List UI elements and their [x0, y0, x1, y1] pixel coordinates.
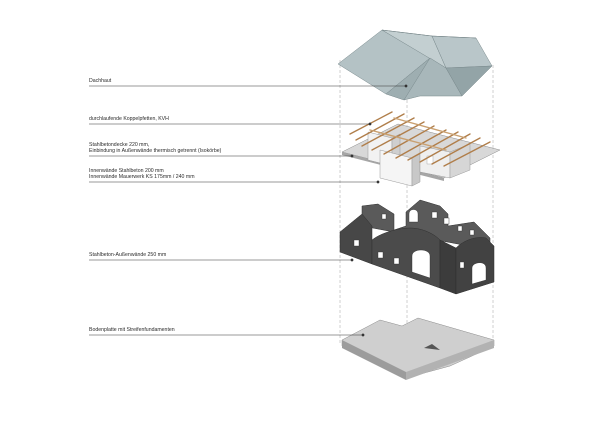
rafter — [393, 117, 467, 139]
leader-dot — [361, 333, 365, 337]
window — [469, 229, 475, 236]
leader-dot — [368, 122, 372, 126]
label-innenwaende-line-1: Innenwände Stahlbeton 200 mm — [89, 168, 164, 174]
window — [393, 257, 400, 265]
label-dachhaut-text: Dachhaut — [89, 78, 112, 84]
purlin — [443, 141, 491, 167]
base-slab-notch — [424, 344, 440, 350]
label-bodenplatte-text: Bodenplatte mit Streifenfundamenten — [89, 327, 175, 333]
leader-dot — [404, 84, 408, 88]
label-dachhaut: Dachhaut — [89, 78, 111, 84]
label-koppelpfetten-text: durchlaufende Koppelpfetten, KVH — [89, 116, 169, 122]
label-koppelpfetten: durchlaufende Koppelpfetten, KVH — [89, 116, 169, 122]
window — [457, 225, 463, 232]
label-decke: Stahlbetondecke 220 mm, Einbindung in Au… — [89, 142, 221, 155]
roof-ridge — [381, 29, 477, 39]
label-aussenwaende: Stahlbeton-Außenwände 250 mm — [89, 252, 166, 258]
leader-dot — [376, 180, 380, 184]
roof-plane-6 — [445, 65, 493, 97]
label-bodenplatte: Bodenplatte mit Streifenfundamenten — [89, 327, 175, 333]
label-aussenwaende-text: Stahlbeton-Außenwände 250 mm — [89, 252, 167, 258]
roof-plane-4 — [403, 57, 463, 101]
leader-lines — [89, 84, 408, 337]
label-innenwaende-line-2: Innenwände Mauerwerk KS 175mm / 240 mm — [89, 174, 195, 181]
outer-wall-front-corner — [439, 239, 457, 295]
window — [431, 211, 438, 219]
arched-window-back — [408, 209, 419, 223]
base-slab-side-left — [342, 340, 406, 380]
purlin — [361, 117, 415, 147]
rafter — [369, 129, 447, 151]
arched-opening-front — [411, 249, 431, 279]
base-slab-side-right — [406, 340, 494, 380]
window — [381, 213, 387, 220]
purlin — [371, 121, 425, 151]
label-innenwaende: Innenwände Stahlbeton 200 mm Innenwände … — [89, 168, 195, 181]
window — [443, 217, 450, 225]
arched-opening-right — [471, 262, 487, 285]
window — [353, 239, 360, 247]
base-slab-layer — [341, 317, 495, 380]
outer-walls-layer — [339, 199, 495, 295]
purlin — [431, 137, 481, 165]
window — [377, 251, 384, 259]
leader-dot — [350, 154, 354, 158]
inner-wall-2-side — [411, 153, 421, 187]
window — [459, 261, 465, 269]
label-decke-line-2: Einbindung in Außenwände thermisch getre… — [89, 148, 222, 155]
outer-wall-left — [339, 213, 373, 265]
label-decke-line-1: Stahlbetondecke 220 mm, — [89, 142, 150, 148]
purlin — [419, 133, 471, 163]
leader-dot — [350, 258, 354, 262]
roof-layer — [337, 29, 493, 101]
